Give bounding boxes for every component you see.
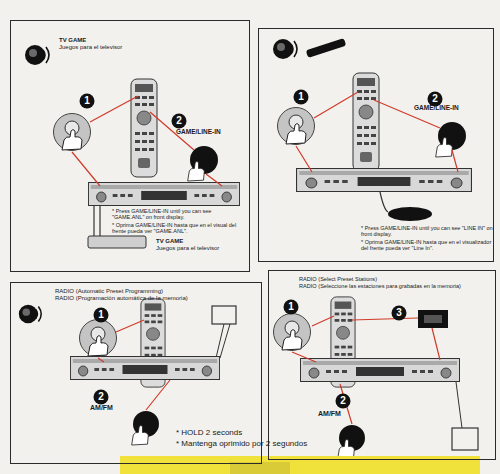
yellow-band [120,456,480,474]
panel-two-art [273,38,471,221]
hand-symbol [132,425,149,445]
panel-text: RADIO (Seleccione las estaciones para gr… [299,283,493,289]
antenna-wire [456,382,462,428]
leader-line [292,316,440,424]
callout-number: 2 [171,113,187,129]
device-name: Juegos para el televisor [156,245,246,252]
audio-device [388,207,432,221]
instruction-panel: RADIO (Select Preset Stations)RADIO (Sel… [268,270,496,460]
instruction-panel: * Press GAME/LINE-IN until you can see "… [258,28,494,262]
callout-number: 1 [79,93,95,109]
receiver [301,359,460,382]
button-name: AM/FM [318,410,358,418]
device-name: TV GAME [156,238,236,245]
callout-number: 2 [93,389,109,405]
memory-key [418,310,448,328]
panel-text: RADIO (Programación automática de la mem… [55,295,255,302]
panel-three-art [19,299,236,445]
callout-disc [336,394,351,409]
callout-number: 1 [283,299,299,315]
remote-control [131,79,157,177]
callout-disc [94,308,109,323]
panel-four-art [274,297,479,459]
antenna [212,306,236,324]
button-name: GAME/LINE-IN [414,104,486,111]
callout-number: 1 [293,89,309,105]
panel-text: RADIO (Select Preset Stations) [299,276,493,282]
callout-disc [392,306,407,321]
instruction-note: * Oprima GAME/LINE-IN hasta que en el vi… [112,222,244,235]
receiver [88,183,239,206]
game-console [88,236,146,248]
hand-press-circle [274,314,311,351]
cable [94,206,100,236]
panel-text: Juegos para el televisor [59,44,159,51]
callout-number: 2 [93,389,109,405]
instruction-note: * HOLD 2 seconds [176,428,276,437]
callout-number: 2 [171,113,187,129]
callout-number: 1 [293,89,309,105]
antenna [452,428,478,450]
callout-number: 1 [93,307,109,323]
callout-disc [94,390,109,405]
hand-symbol [188,161,205,181]
callout-disc [294,90,309,105]
speaker-icon [25,45,49,65]
callout-number: 1 [79,93,95,109]
audio-player [306,38,347,58]
callout-disc [172,114,187,129]
callout-number: 2 [335,393,351,409]
remote-control [353,73,379,171]
callout-disc [80,94,95,109]
callout-number: 1 [283,299,299,315]
leader-line [72,96,222,186]
panel-text: * Oprima GAME/LINE-IN hasta que en el vi… [361,239,493,252]
hand-press-circle [80,320,117,357]
instruction-note: * Press GAME/LINE-IN until you can see "… [112,208,244,221]
panel-text: RADIO (Automatic Preset Programming) [55,288,255,295]
cable [380,192,388,212]
callout-number: 3 [391,305,407,321]
receiver [70,357,219,380]
hand-symbol [436,137,453,157]
antenna-wire [216,324,230,358]
panel-text: TV GAME [59,37,139,44]
speaker-icon [273,39,297,59]
button-name: GAME/LINE-IN [176,128,248,135]
receiver [297,169,472,192]
hand-press-circle [54,114,91,151]
memory-key-face [424,315,442,323]
instruction-note: * Mantenga oprimido por 2 segundos [176,439,341,448]
callout-disc [284,300,299,315]
hand-press-circle [278,108,315,145]
speaker-icon [19,305,41,324]
callout-number: 2 [335,393,351,409]
button-name: AM/FM [90,404,130,412]
callout-number: 3 [391,305,407,321]
panel-text: * Press GAME/LINE-IN until you can see "… [361,225,493,238]
leader-line [98,320,170,410]
callout-number: 1 [93,307,109,323]
